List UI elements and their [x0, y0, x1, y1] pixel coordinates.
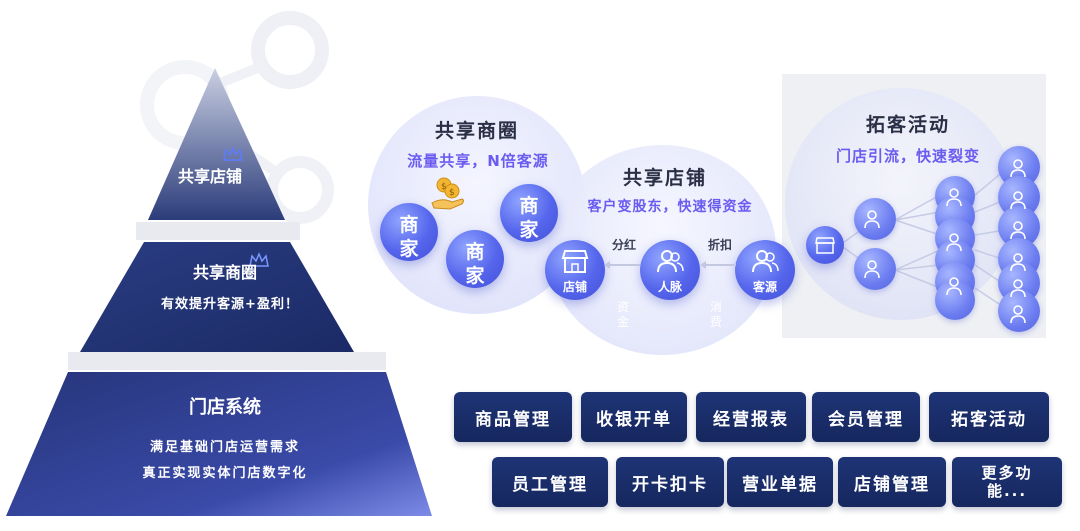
crown-icon — [223, 146, 243, 161]
feature-button-business-report[interactable]: 经营报表 — [696, 392, 806, 442]
people-icon — [657, 250, 684, 273]
flow-arrows — [604, 261, 736, 269]
flow-dividend-label: 分红 — [612, 238, 637, 252]
network-node: 人脉 — [640, 240, 700, 300]
pyramid-bottom-title: 门店系统 — [189, 397, 261, 418]
store-node-label: 店铺 — [562, 280, 587, 294]
pyramid-middle-subtitle: 有效提升客源+盈利！ — [161, 297, 299, 312]
people-icon — [864, 159, 1026, 324]
crown-icon — [249, 252, 269, 267]
merchant-node: 商 家 — [446, 230, 504, 288]
pyramid-gap-1 — [136, 222, 300, 240]
pyramid-middle-title: 共享商圈 — [192, 263, 257, 282]
acquisition-circle — [785, 88, 1017, 320]
feature-button-customer-acquisition[interactable]: 拓客活动 — [929, 392, 1049, 442]
svg-text:$: $ — [441, 182, 447, 192]
store-icon — [561, 250, 589, 273]
feature-button-more-features[interactable]: 更多功能... — [952, 457, 1062, 507]
pyramid-top-tier — [148, 68, 285, 220]
merchant-node: 商 家 — [500, 184, 558, 242]
svg-text:$: $ — [449, 188, 455, 198]
pyramid-top-title: 共享店铺 — [177, 167, 242, 186]
network-node-label: 人脉 — [657, 280, 682, 294]
pyramid-graphic — [6, 68, 432, 516]
feature-button-business-documents[interactable]: 营业单据 — [727, 457, 833, 507]
feature-button-staff-management[interactable]: 员工管理 — [492, 457, 608, 507]
acquisition-store-node — [806, 226, 844, 264]
arrow-left-icon — [700, 261, 706, 269]
business-circle-subtitle: 流量共享，N倍客源 — [407, 152, 549, 170]
feature-button-member-management[interactable]: 会员管理 — [812, 392, 920, 442]
flow-funds-label: 资金 — [616, 300, 629, 329]
acquisition-subtitle: 门店引流，快速裂变 — [835, 147, 980, 165]
store-icon — [815, 237, 835, 254]
arrow-left-icon — [604, 261, 610, 269]
people-icons-overlay — [864, 159, 1026, 324]
pyramid: 共享店铺 共享商圈 有效提升客源+盈利！ 门店系统 满足基础门店运营需求 真正实… — [0, 0, 440, 531]
shared-store-subtitle: 客户变股东，快速得资金 — [587, 199, 753, 215]
business-circle-title: 共享商圈 — [434, 120, 519, 142]
flow-discount-label: 折扣 — [708, 238, 733, 252]
pyramid-bottom-line2: 真正实现实体门店数字化 — [142, 466, 308, 481]
feature-button-card-management[interactable]: 开卡扣卡 — [616, 457, 724, 507]
customer-node-label: 客源 — [752, 280, 777, 294]
merchant-node: 商 家 — [380, 203, 438, 261]
people-icon — [752, 250, 779, 273]
referral-node — [998, 290, 1040, 332]
feature-button-cashier[interactable]: 收银开单 — [581, 392, 687, 442]
store-node: 店铺 — [545, 240, 605, 300]
pyramid-bottom-line1: 满足基础门店运营需求 — [149, 440, 300, 455]
shared-store-title: 共享店铺 — [622, 167, 707, 189]
pyramid-middle-tier — [80, 242, 354, 352]
pyramid-bottom-tier — [6, 372, 432, 516]
customer-node: 客源 — [735, 240, 795, 300]
feature-button-store-management[interactable]: 店铺管理 — [838, 457, 946, 507]
acquisition-title: 拓客活动 — [865, 114, 950, 136]
referral-node — [854, 198, 896, 240]
feature-button-product-management[interactable]: 商品管理 — [454, 392, 572, 442]
referral-node — [854, 248, 896, 290]
coins-hand-icon: $ $ — [431, 177, 464, 210]
pyramid-gap-2 — [68, 352, 386, 370]
flow-consume-label: 消费 — [709, 300, 722, 329]
